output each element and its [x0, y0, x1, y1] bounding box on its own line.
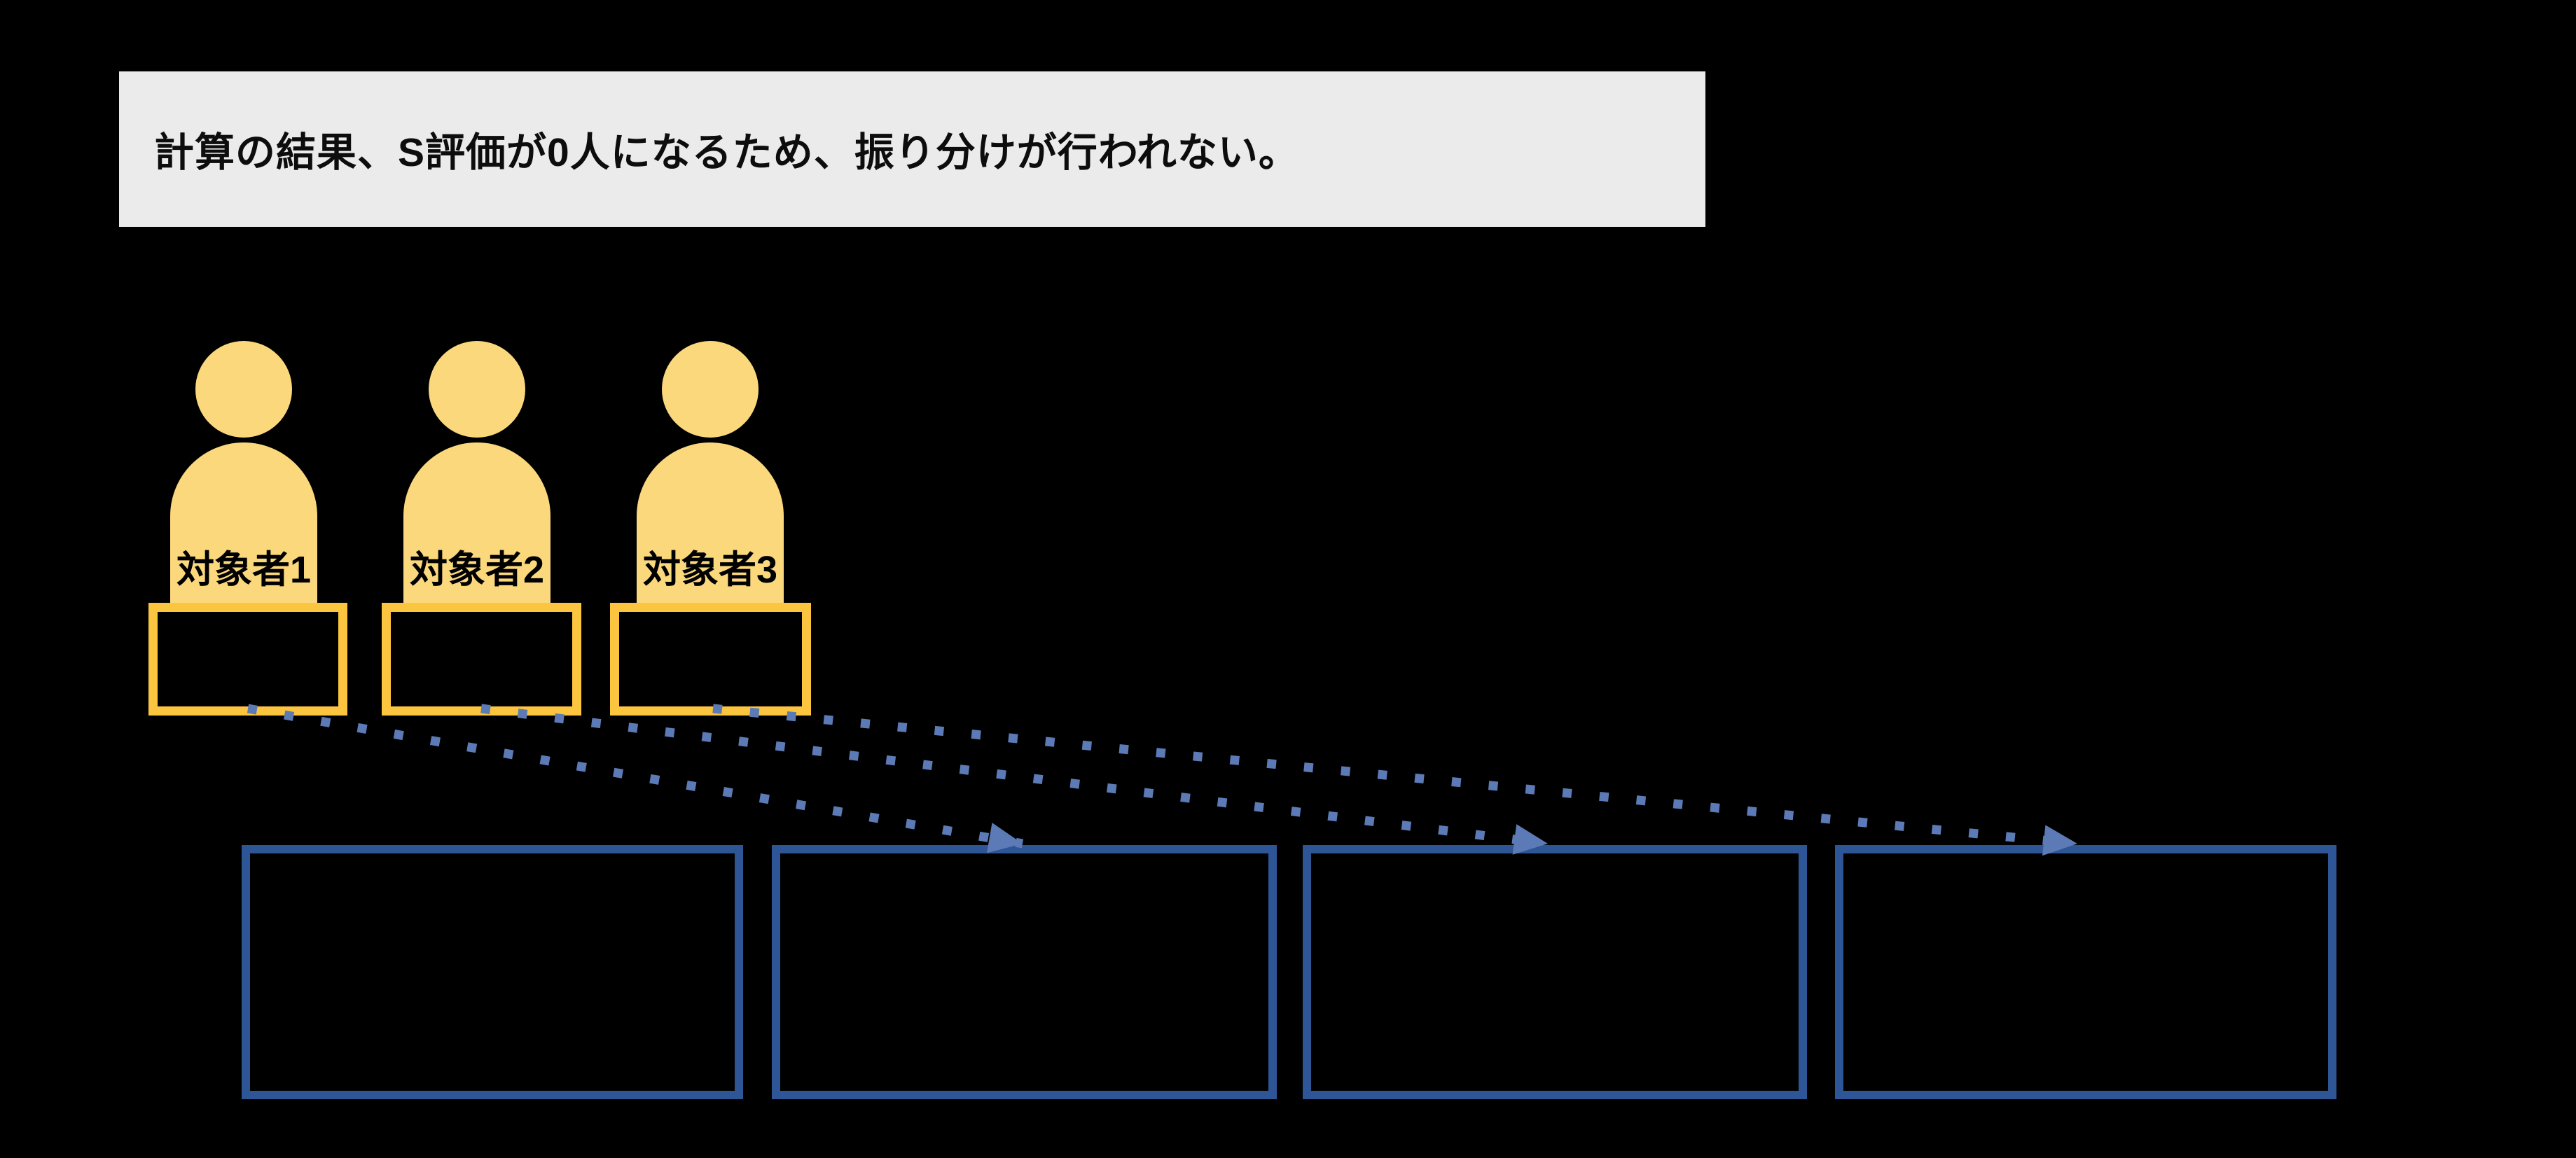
group-box-4	[1835, 845, 2336, 1099]
person-body-icon	[170, 442, 317, 609]
person-head-icon	[195, 341, 292, 438]
person-label-3: 対象者3	[642, 549, 778, 591]
caption-banner: 計算の結果、S評価が0人になるため、振り分けが行われない。	[119, 71, 1705, 227]
dotted-arrow-2	[480, 704, 1549, 855]
person-head-icon	[662, 341, 759, 438]
person-figure-3: 対象者3	[637, 341, 784, 621]
person-body-icon	[637, 442, 784, 609]
person-figure-2: 対象者2	[403, 341, 550, 621]
group-box-1	[242, 845, 743, 1099]
dotted-arrow-1	[247, 704, 1024, 853]
caption-text: 計算の結果、S評価が0人になるため、振り分けが行われない。	[154, 130, 1299, 175]
person-head-icon	[429, 341, 525, 438]
person-box-3	[610, 603, 811, 716]
person-label-2: 対象者2	[409, 549, 545, 591]
person-label-1: 対象者1	[176, 549, 312, 591]
person-box-1	[148, 603, 347, 716]
person-body-icon	[403, 442, 550, 609]
dotted-arrow-3	[712, 704, 2078, 856]
person-figure-1: 対象者1	[170, 341, 317, 621]
person-box-2	[382, 603, 581, 716]
group-box-2	[772, 845, 1277, 1099]
group-box-3	[1303, 845, 1807, 1099]
